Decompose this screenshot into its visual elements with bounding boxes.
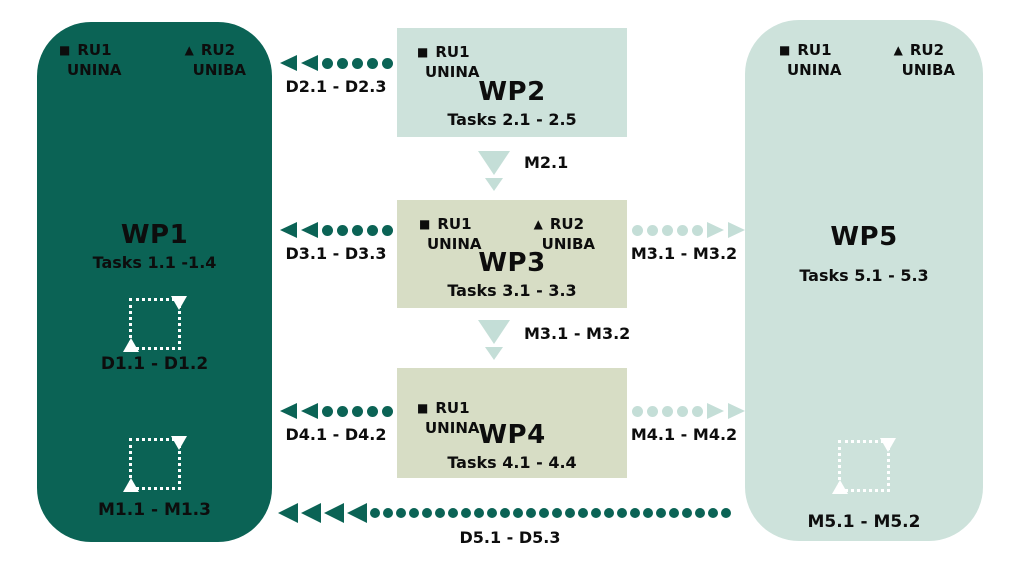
wp2-to-wp1-arrow-icon (280, 55, 393, 71)
wp4-to-wp1-arrow-icon (280, 403, 393, 419)
wp3-tasks: Tasks 3.1 - 3.3 (447, 281, 577, 300)
wp3-to-wp4-arrow-icon (478, 320, 510, 360)
ru1-org: UNINA (425, 419, 480, 438)
ru1-square-icon: ■ (417, 45, 429, 60)
wp1-title: WP1 (120, 220, 189, 250)
ru1-square-icon: ■ (779, 43, 791, 58)
m3-right-arrow-label: M3.1 - M3.2 (630, 244, 738, 263)
wp3-to-wp1-arrow-icon (280, 222, 393, 238)
wp5-tasks: Tasks 5.1 - 5.3 (799, 266, 929, 285)
ru1-legend: ■ RU1 UNINA (417, 42, 479, 83)
loop-up-arrow-icon (122, 338, 139, 352)
ru1-square-icon: ■ (59, 43, 71, 58)
wp3-title: WP3 (478, 248, 546, 278)
d2-arrow-label: D2.1 - D2.3 (285, 77, 387, 96)
d5-arrow-label: D5.1 - D5.3 (459, 528, 561, 547)
wp1-deliverables-loop-icon (122, 296, 187, 352)
ru2-org: UNIBA (541, 235, 595, 254)
ru2-org: UNIBA (901, 61, 955, 80)
wp1-milestones-loop-icon (122, 436, 187, 492)
ru1-legend: ■ RU1 UNINA (419, 214, 481, 255)
ru2-triangle-icon: ▲ (533, 217, 543, 232)
wp5-to-wp1-arrow-icon (278, 503, 731, 523)
loop-down-arrow-icon (170, 296, 187, 310)
wp2-title-block: WP2 Tasks 2.1 - 2.5 (397, 77, 627, 129)
wp5-title: WP5 (830, 222, 898, 252)
wp2-research-units: ■ RU1 UNINA (397, 28, 627, 83)
ru2-legend: ▲ RU2 UNIBA (185, 40, 246, 81)
wp3-research-units: ■ RU1 UNINA ▲ RU2 UNIBA (397, 200, 627, 255)
wp2-box: ■ RU1 UNINA WP2 Tasks 2.1 - 2.5 (397, 28, 627, 137)
m2-down-arrow-label: M2.1 (524, 153, 569, 172)
wp1-deliverables-label: D1.1 - D1.2 (100, 354, 209, 374)
loop-up-arrow-icon (122, 478, 139, 492)
loop-up-arrow-icon (832, 480, 848, 494)
ru1-org: UNINA (425, 63, 480, 82)
ru2-org: UNIBA (192, 61, 246, 80)
wp4-to-wp5-arrow-icon (632, 403, 745, 419)
m3-down-arrow-label: M3.1 - M3.2 (524, 324, 631, 343)
ru2-id: RU2 (549, 215, 585, 233)
wp2-tasks: Tasks 2.1 - 2.5 (447, 110, 577, 129)
wp3-box: ■ RU1 UNINA ▲ RU2 UNIBA WP3 Tasks 3.1 - … (397, 200, 627, 308)
ru1-id: RU1 (77, 41, 112, 59)
m4-right-arrow-label: M4.1 - M4.2 (630, 425, 738, 444)
wp4-research-units: ■ RU1 UNINA (397, 368, 627, 439)
wp5-panel: ■ RU1 UNINA ▲ RU2 UNIBA WP5 Tasks 5.1 - … (745, 20, 983, 541)
ru2-id: RU2 (909, 41, 945, 59)
ru1-legend: ■ RU1 UNINA (417, 398, 479, 439)
wp3-title-block: WP3 Tasks 3.1 - 3.3 (397, 248, 627, 300)
wp3-to-wp5-arrow-icon (632, 222, 745, 238)
ru1-org: UNINA (67, 61, 122, 80)
ru1-org: UNINA (787, 61, 842, 80)
d4-arrow-label: D4.1 - D4.2 (285, 425, 387, 444)
wp1-tasks: Tasks 1.1 -1.4 (92, 253, 217, 272)
ru1-id: RU1 (437, 215, 472, 233)
loop-down-arrow-icon (170, 436, 187, 450)
ru1-id: RU1 (435, 43, 470, 61)
wp5-milestones-loop-icon (832, 438, 896, 494)
wp1-panel: ■ RU1 UNINA ▲ RU2 UNIBA WP1 Tasks 1.1 -1… (37, 22, 272, 542)
ru2-id: RU2 (200, 41, 236, 59)
wp1-research-units: ■ RU1 UNINA ▲ RU2 UNIBA (37, 22, 272, 81)
wp5-milestones-label: M5.1 - M5.2 (807, 512, 921, 532)
ru1-legend: ■ RU1 UNINA (59, 40, 121, 81)
ru1-square-icon: ■ (419, 217, 431, 232)
wp5-title-block: WP5 Tasks 5.1 - 5.3 (745, 222, 983, 285)
wp1-milestones-label: M1.1 - M1.3 (98, 500, 211, 520)
wp4-tasks: Tasks 4.1 - 4.4 (447, 453, 577, 472)
ru2-triangle-icon: ▲ (184, 43, 194, 58)
wp1-title-block: WP1 Tasks 1.1 -1.4 (37, 220, 272, 272)
wp2-title: WP2 (478, 77, 546, 107)
ru1-square-icon: ■ (417, 401, 429, 416)
d3-arrow-label: D3.1 - D3.3 (285, 244, 387, 263)
ru1-id: RU1 (435, 399, 470, 417)
loop-down-arrow-icon (880, 438, 896, 452)
wp2-to-wp3-arrow-icon (478, 151, 510, 191)
ru2-legend: ▲ RU2 UNIBA (894, 40, 955, 81)
wp5-research-units: ■ RU1 UNINA ▲ RU2 UNIBA (745, 20, 983, 81)
wp4-title-block: WP4 Tasks 4.1 - 4.4 (397, 420, 627, 472)
ru1-org: UNINA (427, 235, 482, 254)
ru1-id: RU1 (797, 41, 832, 59)
ru2-triangle-icon: ▲ (893, 43, 903, 58)
ru1-legend: ■ RU1 UNINA (779, 40, 841, 81)
wp4-box: ■ RU1 UNINA WP4 Tasks 4.1 - 4.4 (397, 368, 627, 478)
ru2-legend: ▲ RU2 UNIBA (534, 214, 595, 255)
wp4-title: WP4 (478, 420, 546, 450)
